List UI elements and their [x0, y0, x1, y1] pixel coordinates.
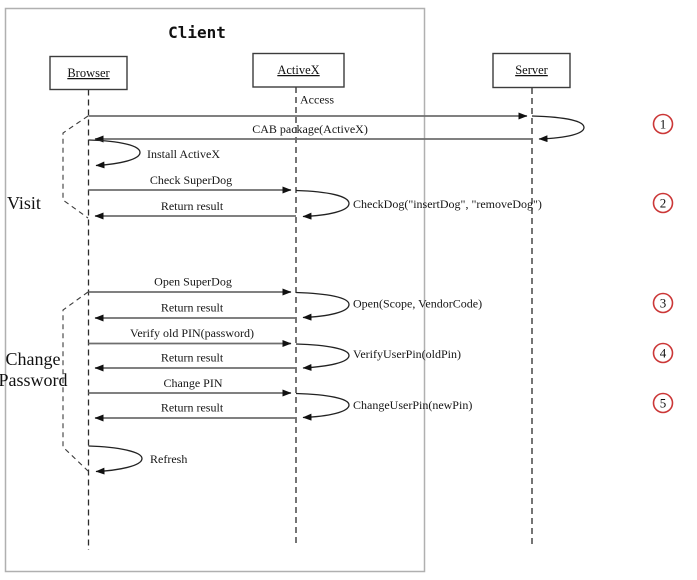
step-marker-5: 5	[652, 392, 674, 414]
step-number-4: 4	[660, 346, 667, 361]
activex-label: ActiveX	[277, 63, 319, 77]
message-label-change-call: ChangeUserPin(newPin)	[353, 398, 472, 412]
step-circle-2	[652, 192, 674, 214]
step-marker-2: 2	[652, 192, 674, 214]
message-label-open-superdog: Open SuperDog	[154, 275, 232, 289]
step-number-1: 1	[660, 117, 667, 132]
message-label-cab-package: CAB package(ActiveX)	[252, 122, 368, 136]
activex-box	[252, 52, 345, 88]
change-password-activation-outline	[62, 291, 89, 472]
message-label-open-call: Open(Scope, VendorCode)	[353, 297, 482, 311]
client-title: Client	[168, 23, 226, 42]
actor-activex: ActiveX	[252, 52, 345, 88]
refresh-self-call-arc	[88, 445, 143, 475]
message-label-check-superdog: Check SuperDog	[150, 173, 232, 187]
step-number-3: 3	[660, 296, 667, 311]
client-boundary-box	[4, 7, 426, 573]
step-marker-1: 1	[652, 113, 674, 135]
message-label-checkdog-call: CheckDog("insertDog", "removeDog")	[353, 197, 542, 211]
install-activex-self-call-arc	[88, 139, 141, 169]
message-label-refresh: Refresh	[150, 452, 187, 466]
message-label-install-activex: Install ActiveX	[147, 147, 220, 161]
actor-browser: Browser	[49, 55, 128, 91]
verify-self-call-arc	[295, 343, 350, 371]
server-self-call-arc	[531, 115, 585, 143]
message-label-verify-call: VerifyUserPin(oldPin)	[353, 347, 461, 361]
step-circle-1	[652, 113, 674, 135]
change-self-call-arc	[295, 392, 350, 421]
step-number-2: 2	[660, 196, 667, 211]
server-label: Server	[515, 63, 548, 77]
open-self-call-arc	[295, 291, 350, 321]
message-label-change-pin: Change PIN	[164, 376, 223, 390]
step-circle-4	[652, 342, 674, 364]
phase-label-change-line1: Change	[6, 349, 61, 369]
message-label-verify-old-pin: Verify old PIN(password)	[130, 326, 254, 340]
step-circle-3	[652, 292, 674, 314]
step-marker-3: 3	[652, 292, 674, 314]
message-label-access: Access	[300, 93, 334, 107]
step-circle-5	[652, 392, 674, 414]
step-marker-4: 4	[652, 342, 674, 364]
visit-activation-outline	[62, 115, 89, 219]
message-label-return-result-3: Return result	[161, 351, 224, 365]
checkdog-self-call-arc	[295, 189, 350, 220]
phase-label-change-line2: Password	[0, 370, 68, 390]
step-number-5: 5	[660, 396, 667, 411]
message-label-return-result-2: Return result	[161, 301, 224, 315]
server-box	[492, 52, 571, 89]
phase-label-visit: Visit	[7, 193, 41, 213]
browser-label: Browser	[67, 66, 110, 80]
actor-server: Server	[492, 52, 571, 89]
message-label-return-result-1: Return result	[161, 199, 224, 213]
message-label-return-result-4: Return result	[161, 401, 224, 415]
browser-box	[49, 55, 128, 91]
